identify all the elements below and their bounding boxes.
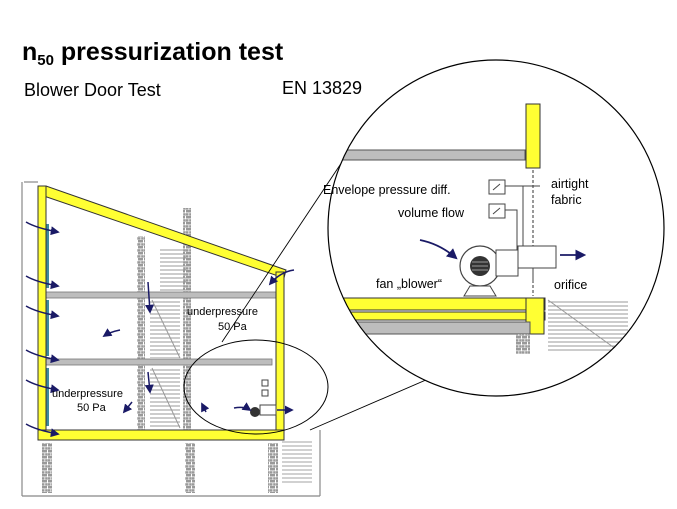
fabric-label: fabric: [551, 193, 582, 207]
volume-flow-label: volume flow: [398, 206, 465, 220]
airtight-envelope: [37, 185, 287, 441]
connector-line-top: [221, 149, 351, 343]
left-wall-envelope: [37, 185, 47, 431]
foundation-left: [42, 443, 52, 493]
intake-arrow: [419, 239, 458, 260]
detail-marker-ellipse: [183, 339, 329, 435]
interior-column-2: [183, 208, 191, 432]
underpressure-upper-value: 50 Pa: [218, 321, 248, 333]
floor-envelope: [37, 429, 285, 441]
airtight-label: airtight: [551, 177, 589, 191]
standard-reference: EN 13829: [282, 78, 363, 98]
interior-column-1: [137, 236, 145, 432]
leakage-arrows: [25, 221, 295, 438]
middle-floor-slab: [39, 358, 273, 366]
detail-floor-envelope: [329, 297, 546, 311]
envelope-pressure-label: Envelope pressure diff.: [323, 183, 451, 197]
underpressure-upper-label: underpressure: [187, 306, 258, 318]
right-wall-envelope: [275, 271, 285, 433]
orifice-duct: [517, 245, 557, 269]
detail-circle: [327, 59, 665, 397]
page-title: n50 pressurization test: [22, 38, 284, 69]
subtitle: Blower Door Test: [24, 80, 161, 100]
underpressure-lower-label: underpressure: [52, 388, 123, 400]
underpressure-lower-value: 50 Pa: [77, 402, 107, 414]
building-section: underpressure 50 Pa underpressure 50 Pa: [21, 181, 321, 497]
detail-wall-envelope-upper: [525, 103, 541, 169]
upper-floor-slab: [39, 291, 279, 299]
detail-magnification: Envelope pressure diff. volume flow airt…: [323, 59, 665, 397]
blower-fan-icon: [459, 245, 557, 297]
fan-small-icon: [250, 407, 260, 417]
fan-blower-label: fan „blower“: [376, 277, 442, 291]
orifice-label: orifice: [554, 278, 587, 292]
detail-ceiling-slab: [329, 149, 526, 161]
